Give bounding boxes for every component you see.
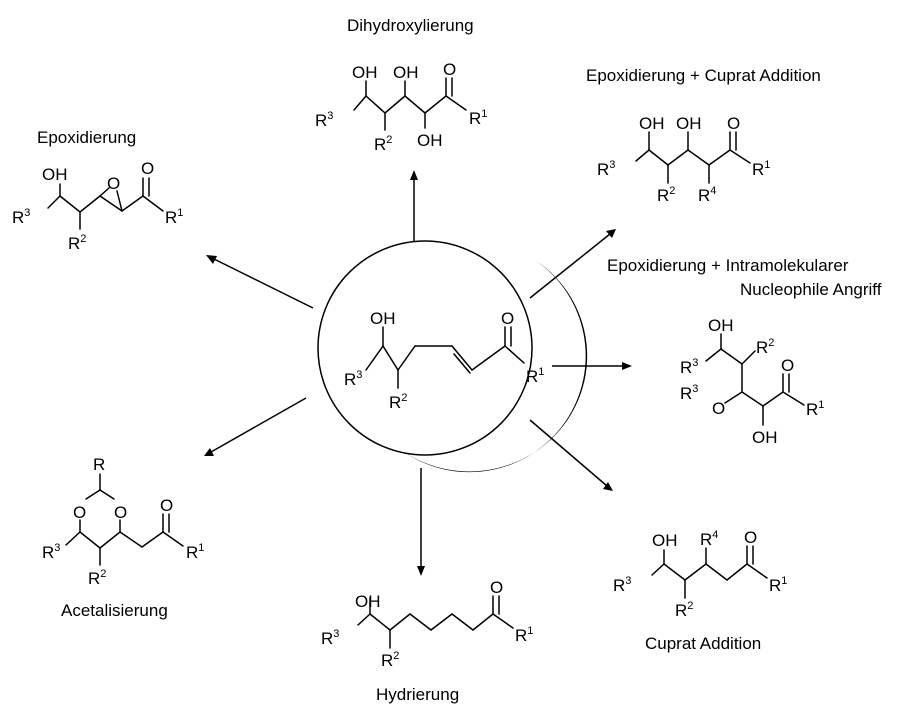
- atom-oh: OH: [676, 114, 702, 133]
- arrow-cuprat-addition: [529, 419, 613, 491]
- product-dihydroxylierung: Dihydroxylierung OH OH O R3 R1 R2 OH: [315, 16, 487, 154]
- atom-r2: R2: [374, 134, 392, 154]
- atom-oh: OH: [639, 114, 665, 133]
- atom-r2: R2: [88, 568, 106, 588]
- label-epoxidierung: Epoxidierung: [37, 128, 136, 147]
- product-acetalisierung: R O O O R3 R1 R2 Acetalisierung: [42, 455, 204, 620]
- atom-r2: R2: [68, 233, 86, 253]
- atom-o: O: [781, 356, 794, 375]
- atom-o: O: [501, 309, 514, 328]
- atom-oh: OH: [370, 309, 396, 328]
- substrate-structure: OH O R3 R1 R2: [344, 309, 544, 412]
- atom-oh: OH: [393, 63, 419, 82]
- atom-r3: R3: [42, 542, 60, 562]
- atom-r3: R3: [12, 207, 30, 227]
- atom-o: O: [712, 399, 725, 418]
- atom-r3: R3: [613, 575, 631, 595]
- central-substrate: OH O R3 R1 R2: [317, 240, 588, 473]
- atom-r2: R2: [381, 650, 399, 670]
- atom-o: O: [443, 60, 456, 79]
- atom-r2: R2: [389, 392, 407, 412]
- atom-o: O: [114, 503, 127, 522]
- arrow-hydrierung: [417, 468, 425, 576]
- atom-r: R: [93, 455, 105, 474]
- atom-r1: R1: [526, 366, 544, 386]
- product-epoxidierung: Epoxidierung OH O O R3 R1 R2: [12, 128, 183, 253]
- atom-r1: R1: [806, 399, 824, 419]
- atom-r4: R4: [700, 529, 718, 549]
- atom-oh: OH: [417, 131, 443, 150]
- reaction-arrows: [204, 170, 632, 576]
- atom-r3: R3: [315, 110, 333, 130]
- label-epoxidierung-intramolekular-line2: Nucleophile Angriff: [740, 280, 882, 299]
- atom-r3: R3: [344, 369, 362, 389]
- atom-r3: R3: [680, 357, 698, 377]
- atom-r1: R1: [769, 575, 787, 595]
- atom-r2: R2: [756, 337, 774, 357]
- atom-oh: OH: [652, 531, 678, 550]
- atom-r3: R3: [321, 628, 339, 648]
- arrow-epoxidierung-cuprat: [529, 229, 616, 299]
- arrow-epoxidierung-intramolekular: [552, 362, 632, 370]
- product-hydrierung: OH O R3 R1 R2 Hydrierung: [321, 578, 533, 704]
- atom-r3: R3: [597, 159, 615, 179]
- atom-oh: OH: [752, 428, 778, 447]
- arrow-acetalisierung: [204, 397, 307, 456]
- atom-o: O: [160, 496, 173, 515]
- atom-o: O: [490, 578, 503, 597]
- atom-o: O: [73, 503, 86, 522]
- product-epoxidierung-cuprat: Epoxidierung + Cuprat Addition OH OH O R…: [586, 66, 821, 205]
- atom-r2: R2: [675, 600, 693, 620]
- arrow-epoxidierung: [206, 255, 314, 309]
- atom-r3: R3: [680, 383, 698, 403]
- label-cuprat-addition: Cuprat Addition: [645, 634, 761, 653]
- central-circle: [317, 240, 533, 456]
- atom-oh: OH: [42, 165, 68, 184]
- atom-r4: R4: [698, 185, 716, 205]
- product-cuprat-addition: OH R4 O R3 R1 R2 Cuprat Addition: [613, 528, 787, 653]
- label-hydrierung: Hydrierung: [376, 685, 459, 704]
- atom-oh: OH: [355, 592, 381, 611]
- atom-o: O: [744, 528, 757, 547]
- atom-r1: R1: [515, 625, 533, 645]
- atom-oh: OH: [352, 63, 378, 82]
- label-epoxidierung-cuprat: Epoxidierung + Cuprat Addition: [586, 66, 821, 85]
- atom-o: O: [107, 174, 120, 193]
- atom-oh: OH: [708, 316, 734, 335]
- atom-o: O: [727, 114, 740, 133]
- arrow-dihydroxylierung: [410, 170, 418, 242]
- atom-r1: R1: [752, 159, 770, 179]
- label-acetalisierung: Acetalisierung: [61, 601, 168, 620]
- atom-r1: R1: [469, 108, 487, 128]
- atom-r1: R1: [186, 542, 204, 562]
- atom-r1: R1: [165, 207, 183, 227]
- atom-o: O: [141, 159, 154, 178]
- product-epoxidierung-intramolekular: Epoxidierung + Intramolekularer Nucleoph…: [607, 256, 882, 447]
- atom-r2: R2: [657, 185, 675, 205]
- label-epoxidierung-intramolekular-line1: Epoxidierung + Intramolekularer: [607, 256, 849, 275]
- label-dihydroxylierung: Dihydroxylierung: [347, 16, 474, 35]
